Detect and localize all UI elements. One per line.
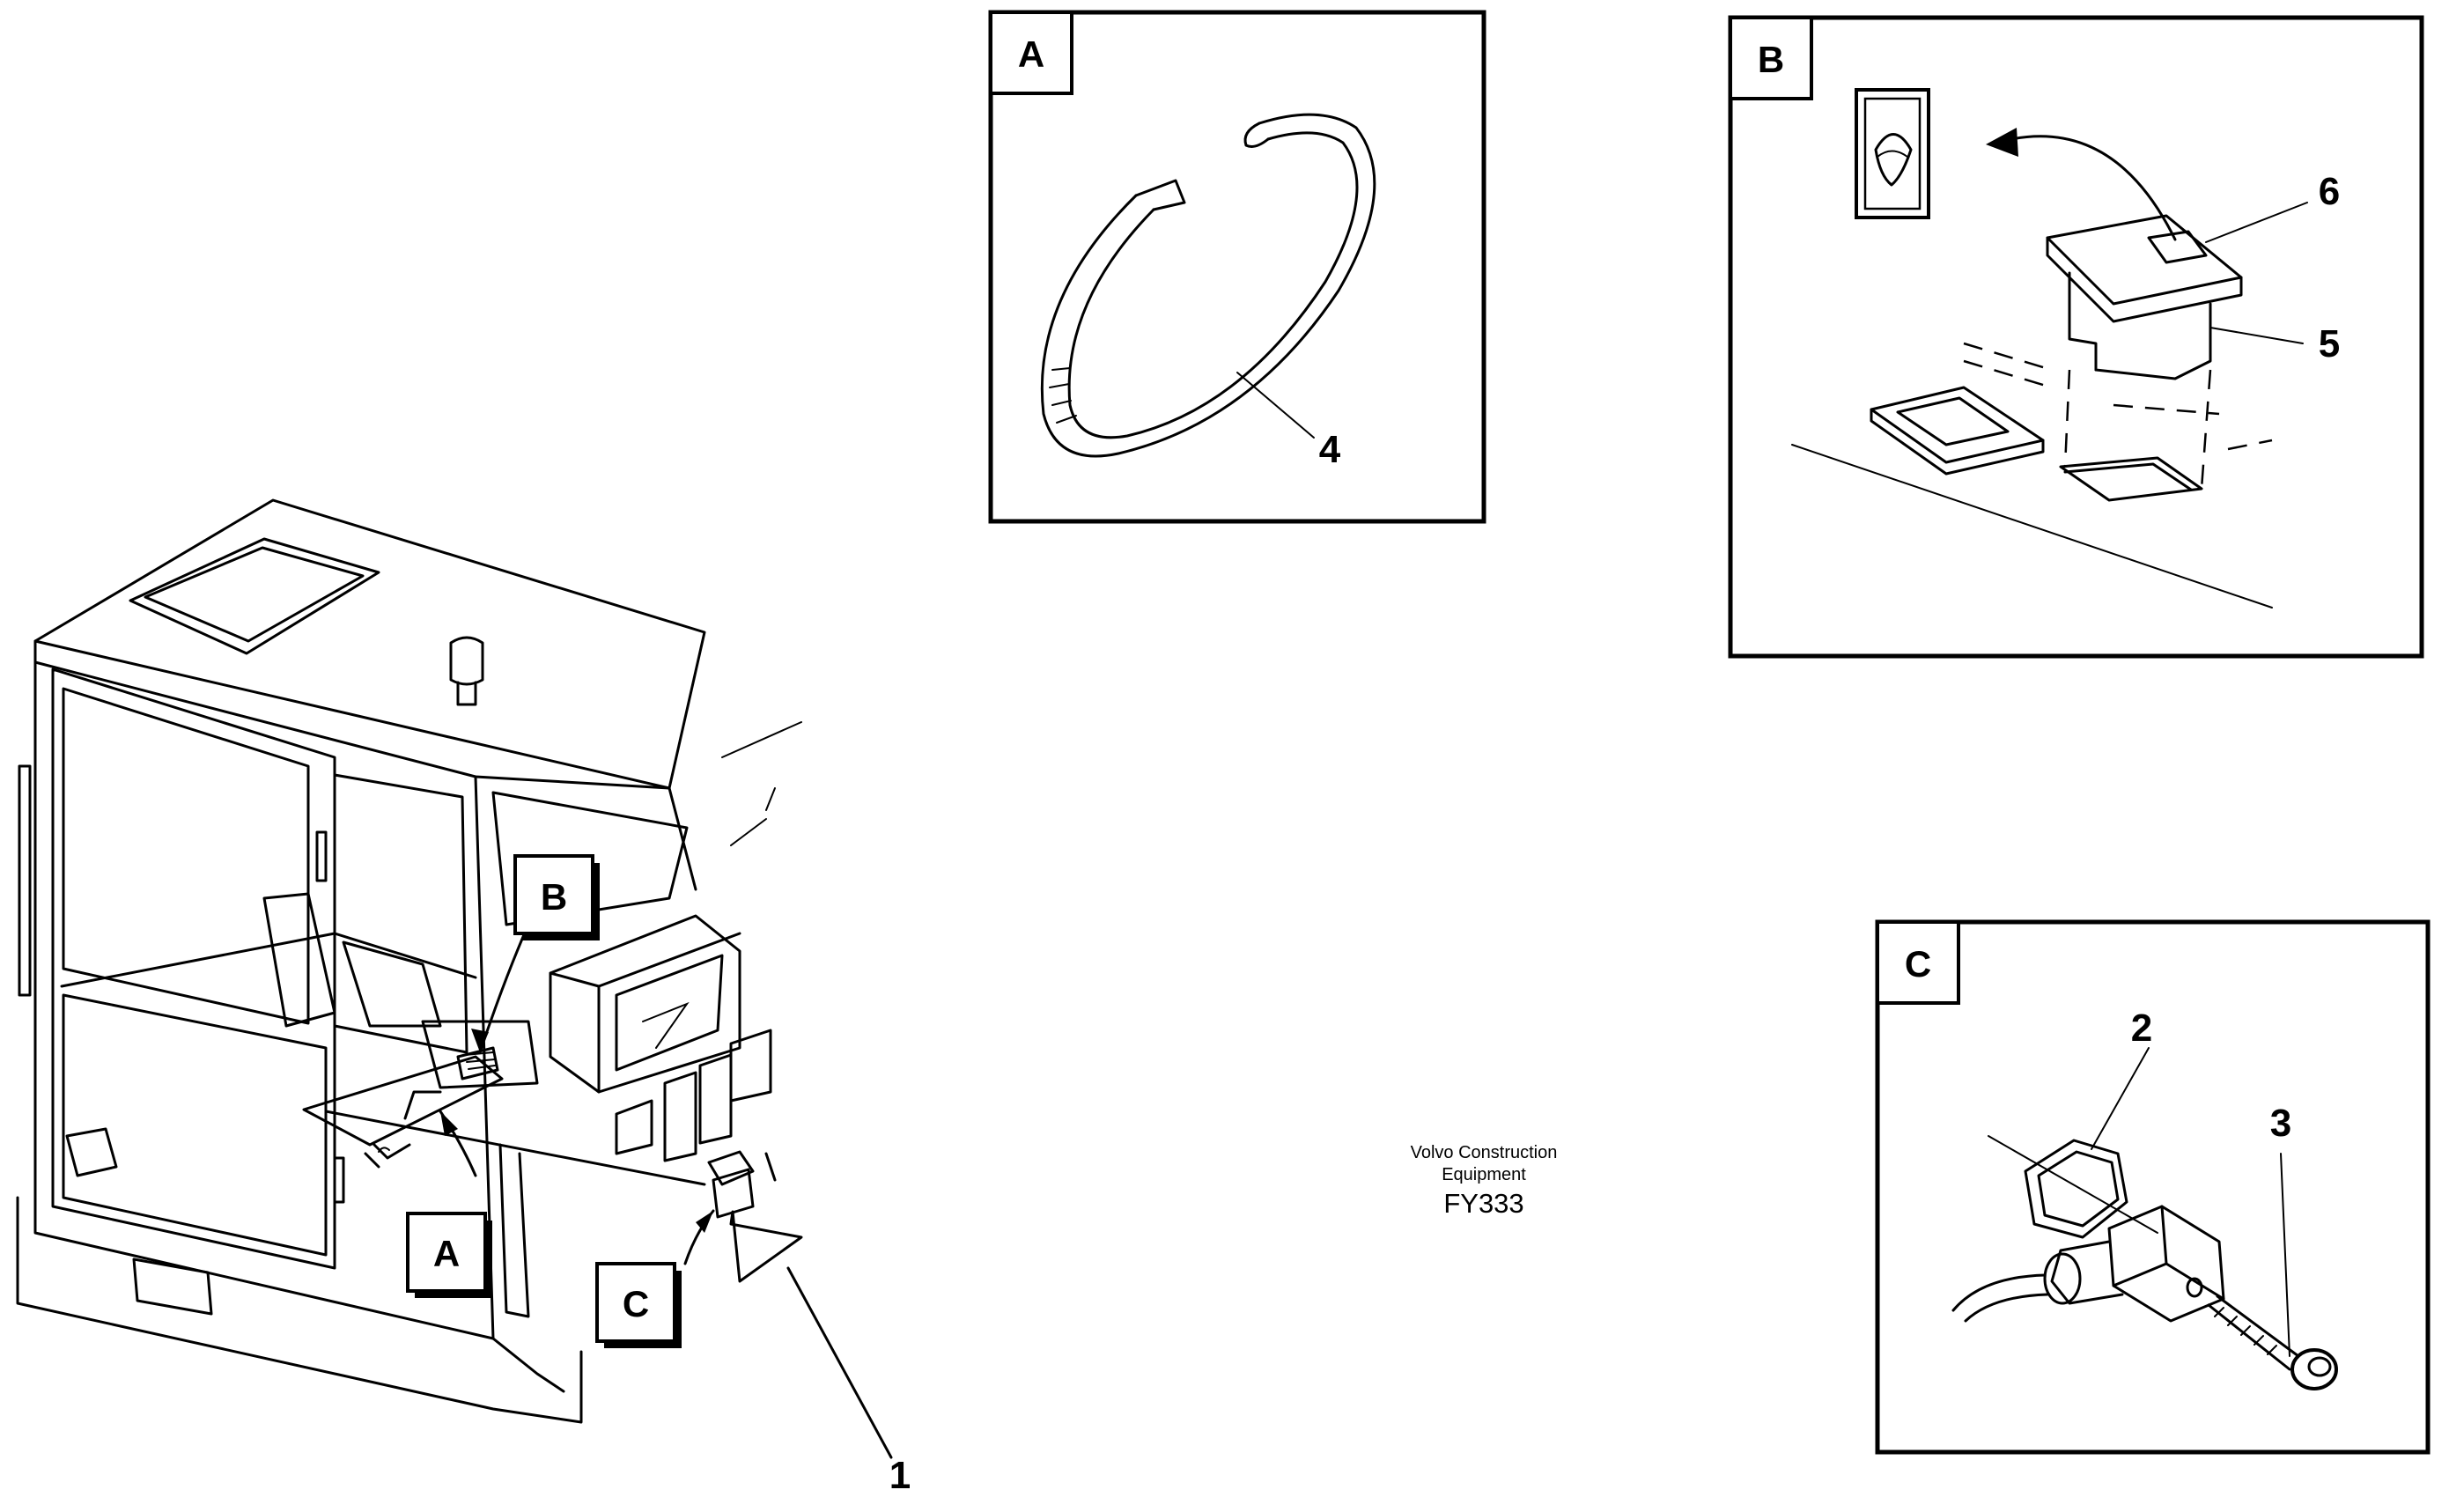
caption-line-1: Volvo Construction bbox=[1411, 1143, 1558, 1162]
screw bbox=[2207, 1294, 2338, 1390]
callout-tag-a: A bbox=[406, 1212, 492, 1298]
callout-tag-c: C bbox=[595, 1262, 682, 1348]
detail-b-label: B bbox=[1758, 39, 1784, 80]
detail-c-label: C bbox=[1905, 943, 1931, 985]
detail-b-panel: B 6 5 bbox=[1728, 15, 2424, 659]
caption-block: Volvo Construction Equipment FY333 bbox=[1411, 1143, 1558, 1219]
part-number-6: 6 bbox=[2319, 170, 2340, 213]
callout-a-label: A bbox=[433, 1233, 460, 1274]
part-number-5: 5 bbox=[2319, 322, 2340, 365]
callout-b-label: B bbox=[541, 876, 567, 918]
caption-line-2: Equipment bbox=[1442, 1165, 1526, 1184]
cable-tie-illustration bbox=[1040, 113, 1376, 458]
pressure-sensor bbox=[1951, 1135, 2225, 1323]
leader-arrows bbox=[439, 888, 893, 1459]
decal-symbol bbox=[1855, 88, 1930, 219]
caption-code: FY333 bbox=[1443, 1188, 1523, 1219]
part-number-2: 2 bbox=[2131, 1007, 2152, 1050]
part-number-1: 1 bbox=[889, 1454, 911, 1497]
callout-tag-b: B bbox=[513, 854, 600, 940]
detail-a-panel: A 4 bbox=[988, 10, 1486, 524]
callout-c-label: C bbox=[623, 1283, 649, 1324]
part-number-4: 4 bbox=[1319, 428, 1341, 471]
detail-a-label: A bbox=[1018, 33, 1044, 75]
rocker-switch bbox=[2046, 214, 2243, 380]
cab-illustration bbox=[16, 498, 803, 1424]
part-number-3: 3 bbox=[2270, 1102, 2291, 1145]
detail-c-panel: C 2 3 bbox=[1875, 919, 2431, 1455]
